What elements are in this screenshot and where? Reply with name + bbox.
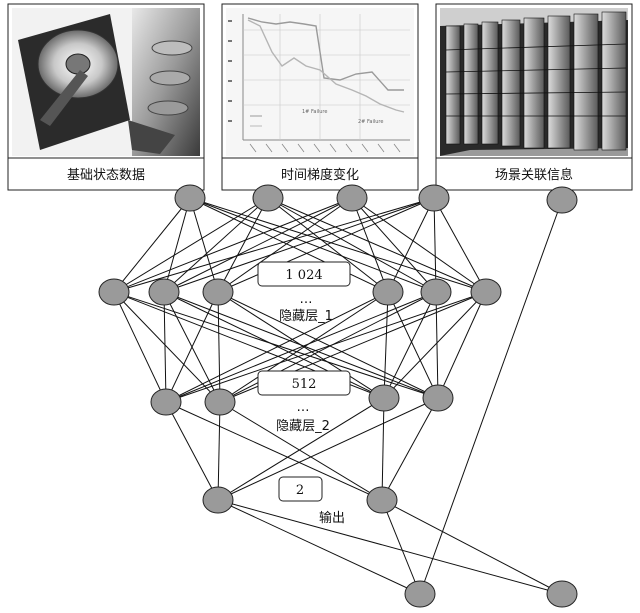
panel-time-gradient: 1# Failure 2# Failure 时间梯度变化 xyxy=(221,3,419,191)
network-edge xyxy=(437,291,487,399)
hidden-layer-1-count: 1 024 xyxy=(285,268,322,283)
input-node xyxy=(418,184,450,212)
network-edge xyxy=(219,291,437,403)
network-edge xyxy=(267,197,389,293)
network-edge xyxy=(189,197,389,293)
network-edge xyxy=(433,197,487,293)
panel-label-scene-association: 场景关联信息 xyxy=(495,167,573,183)
hidden-layer-1-node xyxy=(98,278,130,306)
network-edge xyxy=(113,291,221,403)
network-edge xyxy=(189,197,219,293)
panel-label-basic-state: 基础状态数据 xyxy=(67,168,145,183)
hidden-layer-1-label: 隐藏层_1 xyxy=(279,309,333,324)
final-node xyxy=(546,580,578,608)
hidden-layer-1-node xyxy=(202,278,234,306)
hidden-layer-1-node xyxy=(148,278,180,306)
line-chart-photo-icon: 1# Failure 2# Failure xyxy=(226,8,414,156)
network-edge xyxy=(217,197,435,293)
network-edge xyxy=(383,291,437,399)
network-edge xyxy=(163,197,353,293)
output-node xyxy=(202,486,234,514)
network-edge xyxy=(381,499,563,595)
network-edge xyxy=(267,197,437,293)
server-room-photo-icon xyxy=(440,8,628,156)
network-edge xyxy=(163,197,191,293)
network-edge xyxy=(113,197,353,293)
network-edge xyxy=(113,197,435,293)
hard-disk-photo-icon xyxy=(12,8,200,156)
network-edge xyxy=(189,197,487,293)
hidden-layer-1-node xyxy=(420,278,452,306)
input-node xyxy=(174,184,206,212)
network-edge xyxy=(217,499,421,595)
hidden-layer-2-node xyxy=(368,384,400,412)
network-edge xyxy=(435,291,439,399)
hidden-layer-2-node xyxy=(204,388,236,416)
hidden-layer-1-node xyxy=(372,278,404,306)
network-edge xyxy=(267,197,487,293)
panel-basic-state: 基础状态数据 xyxy=(7,3,205,191)
network-edge xyxy=(189,197,437,293)
network-edge xyxy=(165,291,219,403)
hidden-layer-2-node xyxy=(150,388,182,416)
network-edge xyxy=(217,291,221,403)
network-edge xyxy=(433,197,437,293)
hidden-layer-1-node xyxy=(470,278,502,306)
output-label: 输出 xyxy=(319,510,345,526)
output-count-box xyxy=(278,476,323,502)
hidden-layer-2-dots: … xyxy=(297,400,310,415)
network-edge xyxy=(163,291,167,403)
network-edge xyxy=(219,401,383,501)
hidden-layer-2-count-box xyxy=(257,370,351,396)
hidden-layer-2-node xyxy=(422,384,454,412)
hidden-layer-2-count: 512 xyxy=(292,377,317,392)
network-edge xyxy=(165,291,487,403)
network-edge xyxy=(163,197,269,293)
network-edge xyxy=(113,291,439,399)
hidden-layer-1-count-box xyxy=(257,261,351,287)
network-edge xyxy=(113,197,269,293)
network-edge xyxy=(383,291,389,399)
network-edge xyxy=(351,197,487,293)
output-node xyxy=(366,486,398,514)
panel-label-time-gradient: 时间梯度变化 xyxy=(281,167,359,183)
network-edge xyxy=(419,199,563,595)
network-edge xyxy=(163,197,435,293)
hidden-layer-2-label: 隐藏层_2 xyxy=(276,419,330,434)
network-edge xyxy=(217,197,269,293)
network-edge xyxy=(381,499,421,595)
network-edge xyxy=(351,197,437,293)
network-edge xyxy=(165,401,219,501)
network-edge xyxy=(381,397,439,501)
network-edge xyxy=(351,197,389,293)
input-node xyxy=(336,184,368,212)
network-edge xyxy=(387,291,439,399)
network-edge xyxy=(387,197,435,293)
chart-legend-1: 1# Failure xyxy=(302,109,327,115)
network-edge xyxy=(217,499,563,595)
network-edge xyxy=(217,397,439,501)
chart-legend-2: 2# Failure xyxy=(358,119,383,125)
scene-input-node xyxy=(546,186,578,214)
network-edge xyxy=(217,397,385,501)
network-edge xyxy=(381,397,385,501)
output-count: 2 xyxy=(296,483,304,498)
network-edge xyxy=(383,291,487,399)
network-edge xyxy=(217,401,221,501)
network-edge xyxy=(217,197,353,293)
network-edge xyxy=(165,291,437,403)
input-node xyxy=(252,184,284,212)
network-edge xyxy=(219,291,389,403)
network-edge xyxy=(165,401,383,501)
network-edge xyxy=(165,291,389,403)
network-edges xyxy=(113,197,563,595)
network-edge xyxy=(113,197,191,293)
network-edge xyxy=(217,291,385,399)
hidden-layer-1-dots: … xyxy=(300,292,313,307)
network-edge xyxy=(113,291,167,403)
final-node xyxy=(404,580,436,608)
panel-scene-association: 场景关联信息 xyxy=(435,3,633,191)
network-nodes xyxy=(98,184,578,608)
